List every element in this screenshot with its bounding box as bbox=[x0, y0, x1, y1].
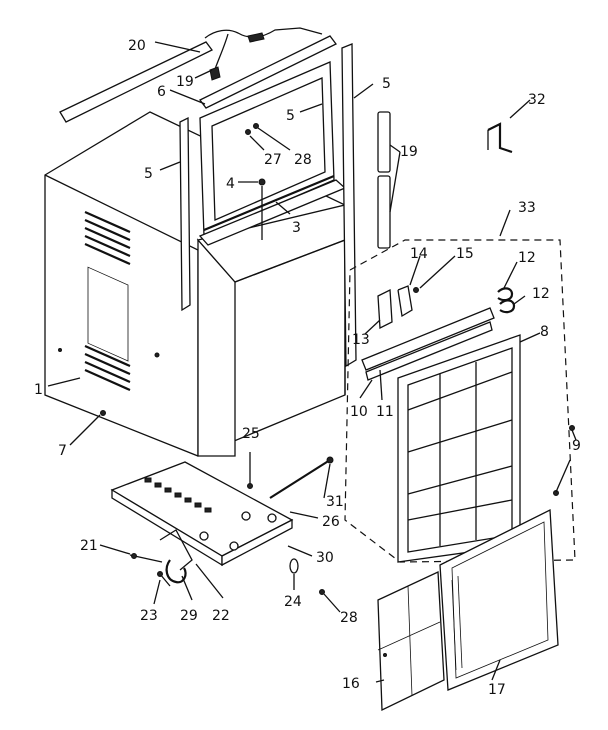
callout-2: 3 bbox=[292, 220, 301, 236]
callout-30: 30 bbox=[316, 550, 334, 566]
grille-cells bbox=[407, 362, 513, 546]
callout-9: 9 bbox=[572, 438, 581, 454]
top-frame-panel bbox=[198, 61, 347, 246]
callout-14: 14 bbox=[410, 246, 428, 262]
callout-6: 6 bbox=[157, 84, 166, 100]
callout-19: 19 bbox=[176, 74, 194, 90]
callout-28-upper: 28 bbox=[294, 152, 312, 168]
callout-21: 21 bbox=[80, 538, 98, 554]
callout-15: 15 bbox=[456, 246, 474, 262]
cabinet-louvers-lower bbox=[84, 344, 131, 392]
callout-4: 5 bbox=[286, 108, 295, 124]
callout-23: 23 bbox=[140, 608, 158, 624]
callout-26: 26 bbox=[322, 514, 340, 530]
callout-24: 24 bbox=[284, 594, 302, 610]
power-cord-19 bbox=[204, 27, 323, 81]
top-rail-20 bbox=[59, 35, 337, 123]
callout-12-lower: 12 bbox=[532, 286, 550, 302]
callout-17: 17 bbox=[488, 682, 506, 698]
callout-27: 27 bbox=[264, 152, 282, 168]
side-curtain-right-5 bbox=[341, 43, 357, 368]
seal-strip-18-upper bbox=[377, 111, 391, 173]
side-curtain-left-5 bbox=[179, 116, 191, 312]
callout-1: 1 bbox=[34, 382, 43, 398]
callout-16: 16 bbox=[342, 676, 360, 692]
leader-lines bbox=[47, 41, 577, 683]
front-panel-17 bbox=[439, 508, 559, 691]
callout-8: 8 bbox=[540, 324, 549, 340]
callout-5-left: 5 bbox=[144, 166, 153, 182]
callout-33: 33 bbox=[518, 200, 536, 216]
control-panel-30 bbox=[110, 452, 334, 595]
chassis-partition bbox=[196, 204, 346, 457]
filter-panel-16 bbox=[377, 571, 445, 712]
seal-strip-18-lower bbox=[377, 175, 391, 249]
callout-29: 29 bbox=[180, 608, 198, 624]
fasteners bbox=[100, 123, 266, 416]
callout-31: 31 bbox=[326, 494, 344, 510]
callout-7: 7 bbox=[58, 443, 67, 459]
callout-20: 20 bbox=[128, 38, 146, 54]
callout-32: 32 bbox=[528, 92, 546, 108]
front-grille-assembly-33 bbox=[344, 239, 576, 563]
callout-13: 13 bbox=[352, 332, 370, 348]
callout-12-upper: 12 bbox=[518, 250, 536, 266]
control-buttons bbox=[144, 477, 212, 513]
callout-22: 22 bbox=[212, 608, 230, 624]
cabinet-louvers-upper bbox=[84, 210, 131, 266]
mounting-bracket-32 bbox=[487, 122, 513, 154]
callout-5-right: 5 bbox=[382, 76, 391, 92]
callout-25: 25 bbox=[242, 426, 260, 442]
callout-18: 19 bbox=[400, 144, 418, 160]
callout-labels: 20 19 6 5 5 5 4 3 27 28 19 32 33 14 15 1… bbox=[34, 38, 581, 698]
callout-3: 4 bbox=[226, 176, 235, 192]
callout-11: 11 bbox=[376, 404, 394, 420]
callout-28-lower: 28 bbox=[340, 610, 358, 626]
callout-10: 10 bbox=[350, 404, 368, 420]
